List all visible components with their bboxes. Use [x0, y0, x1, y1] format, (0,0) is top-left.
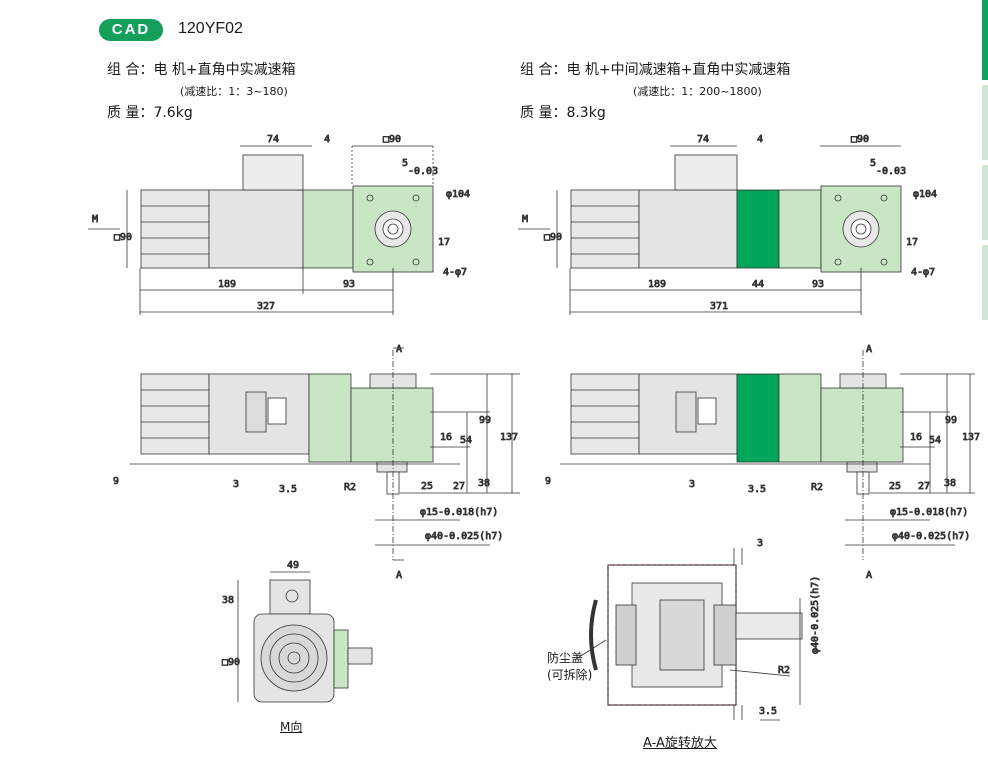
right-combination: 组 合：电 机+中间减速箱+直角中实减速箱	[520, 62, 791, 78]
dim-label: 4-φ7	[443, 267, 467, 278]
section-marker: A	[866, 570, 872, 581]
dim-label: 3	[233, 479, 239, 490]
dim-label: 4-φ7	[911, 267, 935, 278]
dim-label: 74	[267, 134, 279, 145]
dim-label: 38	[222, 595, 234, 606]
left-mass: 质 量：7.6kg	[107, 105, 193, 121]
dim-label: 49	[287, 560, 299, 571]
section-marker: A	[866, 344, 872, 355]
dim-label: 327	[257, 301, 275, 312]
dim-label: 54	[460, 435, 472, 446]
dim-label: 3	[689, 479, 695, 490]
dust-cover-label: 防尘盖	[547, 651, 584, 665]
dim-label: 17	[906, 237, 918, 248]
cad-badge: CAD	[99, 19, 163, 41]
left-front-view	[88, 145, 434, 315]
m-view-caption: M向	[280, 720, 303, 734]
dim-label: 25	[421, 481, 433, 492]
dust-cover-note: (可拆除)	[547, 668, 593, 682]
dim-label: 93	[343, 279, 355, 290]
dim-label: 44	[752, 279, 764, 290]
model-number: 120YF02	[178, 20, 243, 37]
side-tab[interactable]	[982, 245, 988, 320]
dim-label: 3.5	[748, 484, 766, 495]
dim-label: φ40-0.025(h7)	[810, 576, 821, 654]
section-marker: A	[396, 570, 402, 581]
side-tab[interactable]	[982, 165, 988, 240]
dim-label: M	[92, 214, 98, 225]
m-direction-view	[237, 571, 373, 703]
dim-label: 27	[453, 481, 465, 492]
right-ratio: (减速比：1：200~1800)	[633, 85, 762, 98]
dim-label: □90	[383, 134, 401, 145]
dim-label: 25	[889, 481, 901, 492]
dim-label: 9	[545, 476, 551, 487]
section-caption: A-A旋转放大	[643, 736, 717, 751]
dim-label: φ15-0.018(h7)	[420, 507, 498, 518]
dim-label: R2	[344, 482, 356, 493]
left-combination: 组 合：电 机+直角中实减速箱	[107, 62, 296, 78]
dim-label: 54	[929, 435, 941, 446]
dim-label: □90	[544, 232, 562, 243]
side-tab[interactable]	[982, 0, 988, 80]
dim-label: □90	[222, 657, 240, 668]
dim-label: φ104	[913, 189, 937, 200]
dim-label: 3.5	[759, 706, 777, 717]
dim-label: φ104	[446, 189, 470, 200]
dim-label: R2	[778, 665, 790, 676]
dim-label: -0.03	[408, 166, 438, 177]
dim-label: φ40-0.025(h7)	[425, 531, 503, 542]
dim-label: 93	[812, 279, 824, 290]
dim-label: 5	[402, 158, 408, 169]
right-front-view	[518, 145, 902, 315]
dim-label: □90	[851, 134, 869, 145]
section-aa-view	[575, 548, 803, 721]
dim-label: 137	[500, 432, 518, 443]
dim-label: R2	[811, 482, 823, 493]
dim-label: 17	[438, 237, 450, 248]
right-side-view	[560, 350, 975, 560]
dim-label: 16	[440, 432, 452, 443]
right-mass: 质 量：8.3kg	[520, 105, 606, 121]
dim-label: 38	[944, 478, 956, 489]
dim-label: 74	[697, 134, 709, 145]
dim-label: 99	[479, 415, 491, 426]
dim-label: 16	[910, 432, 922, 443]
dim-label: 99	[945, 415, 957, 426]
dim-label: 4	[757, 134, 763, 145]
dim-label: 9	[113, 476, 119, 487]
dim-label: 3.5	[279, 484, 297, 495]
dim-label: 3	[757, 538, 763, 549]
dim-label: 189	[218, 279, 236, 290]
dim-label: □90	[114, 232, 132, 243]
side-tab[interactable]	[982, 85, 988, 160]
left-ratio: (减速比：1：3~180)	[180, 85, 288, 98]
dim-label: 4	[324, 134, 330, 145]
dim-label: 137	[962, 432, 980, 443]
dim-label: M	[522, 214, 528, 225]
dim-label: φ15-0.018(h7)	[890, 507, 968, 518]
dim-label: φ40-0.025(h7)	[892, 531, 970, 542]
dim-label: 189	[648, 279, 666, 290]
dim-label: 27	[918, 481, 930, 492]
dim-label: 5	[870, 158, 876, 169]
left-side-view	[130, 347, 520, 561]
dim-label: 38	[478, 478, 490, 489]
dim-label: -0.03	[876, 166, 906, 177]
dim-label: 371	[710, 301, 728, 312]
section-marker: A	[396, 344, 402, 355]
